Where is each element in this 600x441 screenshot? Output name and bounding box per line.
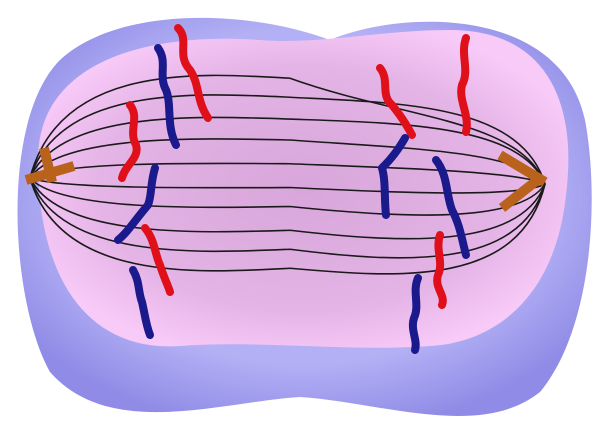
chromosome-blue [432,156,470,259]
spindle-fiber [29,177,546,240]
chromosome-red [141,224,174,296]
centriole-left [24,146,76,185]
chromosome-red [433,231,447,309]
spindle-fibers [29,74,546,275]
chromosome-blue [114,164,159,244]
chromosome-red [118,101,141,182]
spindle-fiber [29,177,546,275]
centriole-right [497,150,548,212]
spindle-fiber [29,162,546,185]
chromosome-blue [129,266,154,339]
spindle-fiber [29,74,546,185]
chromosome-blue [408,274,422,354]
spindle-fiber [29,116,546,185]
chromosome-red [457,34,471,136]
spindle-fiber [29,94,546,185]
spindle-fiber [29,177,546,259]
spindle-fiber [29,138,546,185]
chromosome-blue [154,44,180,149]
chromosome-red [376,64,416,139]
spindle-fiber [29,177,546,194]
chromosome-red [174,24,212,122]
spindle-fiber [29,177,546,216]
chromosomes [114,24,471,354]
chromosome-blue [378,134,409,219]
